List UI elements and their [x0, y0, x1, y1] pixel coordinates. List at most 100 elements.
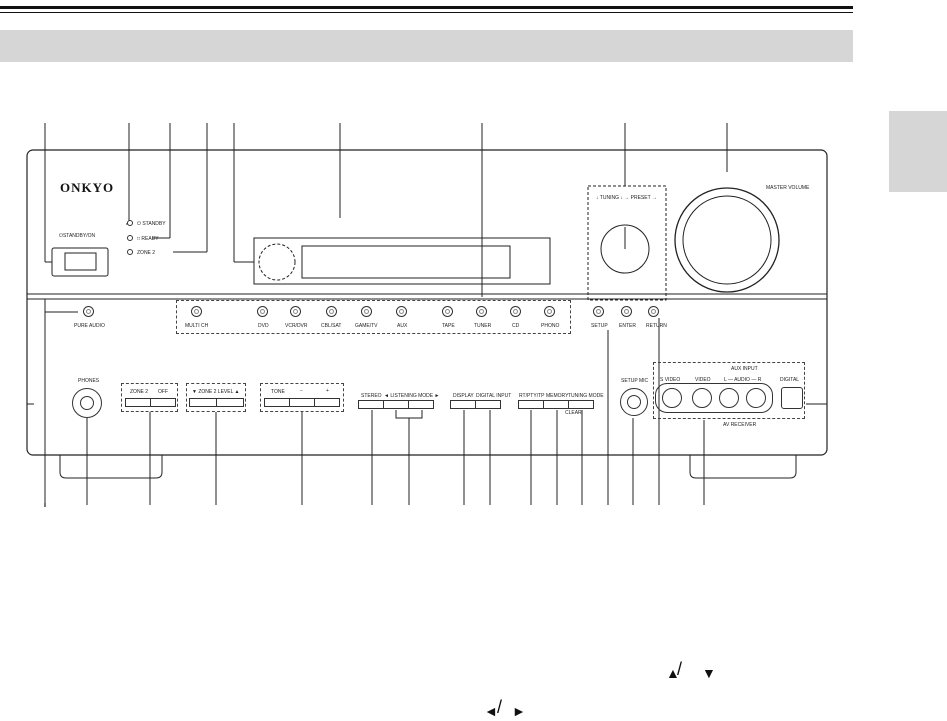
optical-digital-jack[interactable] [781, 387, 803, 409]
tone-plus-label: + [326, 388, 329, 394]
tuning-preset-dial [600, 224, 650, 274]
aux-jack-frame [655, 383, 773, 413]
listening-mode-label: ◄ LISTENING MODE ► [384, 393, 440, 399]
setup-mic-label: SETUP MIC [621, 378, 649, 384]
audio-right-jack[interactable] [746, 388, 766, 408]
input-dvd-button[interactable] [257, 306, 268, 317]
zone2-level-down-button[interactable] [189, 398, 217, 407]
memory-button[interactable] [543, 400, 569, 409]
setup-label: SETUP [591, 323, 608, 329]
input-vcrdvr-button[interactable] [290, 306, 301, 317]
zone2-level-group [186, 383, 246, 412]
tuning-mode-label: TUNING MODE [568, 393, 604, 399]
input-dvd-label: DVD [258, 323, 269, 329]
video-label: VIDEO [695, 377, 711, 383]
zone2-level-label: ▼ ZONE 2 LEVEL ▲ [192, 389, 240, 395]
input-gametv-button[interactable] [361, 306, 372, 317]
digital-input-label: DIGITAL INPUT [476, 393, 512, 399]
standby-on-button [51, 247, 109, 277]
aux-input-panel [653, 362, 805, 419]
callout-bottom-7 [395, 410, 423, 505]
input-aux-button[interactable] [396, 306, 407, 317]
return-button[interactable] [648, 306, 659, 317]
stereo-label: STEREO [361, 393, 382, 399]
standby-indicator-label: ⏻ STANDBY [137, 221, 166, 227]
zone2-button[interactable] [125, 398, 151, 407]
slash-separator-2: / [497, 697, 503, 717]
enter-button[interactable] [621, 306, 632, 317]
listening-mode-right-button[interactable] [408, 400, 434, 409]
input-cblsat-button[interactable] [326, 306, 337, 317]
input-tape-button[interactable] [442, 306, 453, 317]
input-cd-button[interactable] [510, 306, 521, 317]
aux-input-label: AUX INPUT [731, 366, 758, 372]
tone-plus-button[interactable] [314, 398, 340, 407]
s-video-label: S VIDEO [660, 377, 681, 383]
receiver-chassis [26, 149, 828, 456]
input-phono-button[interactable] [544, 306, 555, 317]
arrow-up-icon: ▲ [666, 665, 680, 681]
return-label: RETURN [646, 323, 667, 329]
listening-mode-left-button[interactable] [383, 400, 409, 409]
tuning-preset-label: ↓ TUNING ↓ → PRESET → [596, 195, 657, 201]
arrow-right-icon: ► [512, 703, 526, 719]
input-tuner-button[interactable] [476, 306, 487, 317]
foot-right [689, 455, 797, 479]
hdmi-indicator-label: □ READY [137, 236, 159, 242]
tone-minus-button[interactable] [289, 398, 315, 407]
off-button-label: OFF [158, 389, 168, 395]
zone2-indicator-label: ZONE 2 [137, 250, 156, 256]
onkyo-logo: ONKYO [60, 180, 115, 195]
arrow-down-icon: ▼ [702, 665, 716, 681]
zone2-indicator [127, 249, 133, 255]
tuning-mode-button[interactable] [568, 400, 594, 409]
zone2-control-group [121, 383, 178, 412]
remote-sensor [258, 243, 296, 281]
off-button[interactable] [150, 398, 176, 407]
input-cblsat-label: CBL/SAT [321, 323, 342, 329]
arrow-left-icon: ◄ [484, 703, 498, 719]
input-tuner-label: TUNER [474, 323, 492, 329]
chapter-side-tab [889, 111, 947, 192]
header-rule-thick [0, 6, 853, 9]
zone2-level-up-button[interactable] [216, 398, 244, 407]
display-button[interactable] [450, 400, 476, 409]
digital-input-button[interactable] [475, 400, 501, 409]
s-video-jack[interactable] [662, 388, 682, 408]
header-rule-thin [0, 12, 853, 13]
pure-audio-label: PURE AUDIO [74, 323, 105, 329]
rt-pty-tp-label: RT/PTY/TP [519, 393, 545, 399]
setup-mic-jack-inner [627, 395, 641, 409]
section-title-band [0, 30, 853, 62]
audio-lr-label: L — AUDIO — R [724, 377, 762, 383]
input-vcrdvr-label: VCR/DVR [285, 323, 308, 329]
input-selector-group [176, 300, 571, 334]
standby-indicator [127, 220, 133, 226]
zone2-button-label: ZONE 2 [130, 389, 149, 395]
tone-label: TONE [271, 389, 285, 395]
digital-label: DIGITAL [780, 377, 800, 383]
memory-label: MEMORY [546, 393, 569, 399]
standby-on-label: ⏻STANDBY/ON [59, 233, 96, 239]
audio-left-jack[interactable] [719, 388, 739, 408]
tone-control-group [260, 383, 344, 412]
input-cd-label: CD [512, 323, 520, 329]
input-phono-label: PHONO [541, 323, 560, 329]
stereo-button[interactable] [358, 400, 384, 409]
master-volume-knob [674, 187, 780, 293]
pure-audio-button[interactable] [83, 306, 94, 317]
input-gametv-label: GAME/TV [355, 323, 378, 329]
front-display [253, 237, 551, 285]
av-receiver-label: AV RECEIVER [723, 422, 757, 428]
master-volume-label: MASTER VOLUME [766, 185, 810, 191]
enter-label: ENTER [619, 323, 636, 329]
input-multich-label: MULTI CH [185, 323, 209, 329]
setup-button[interactable] [593, 306, 604, 317]
input-multich-button[interactable] [191, 306, 202, 317]
tone-button[interactable] [264, 398, 290, 407]
rt-pty-tp-button[interactable] [518, 400, 544, 409]
tone-minus-label: − [300, 388, 303, 394]
video-jack[interactable] [692, 388, 712, 408]
input-aux-label: AUX [397, 323, 408, 329]
